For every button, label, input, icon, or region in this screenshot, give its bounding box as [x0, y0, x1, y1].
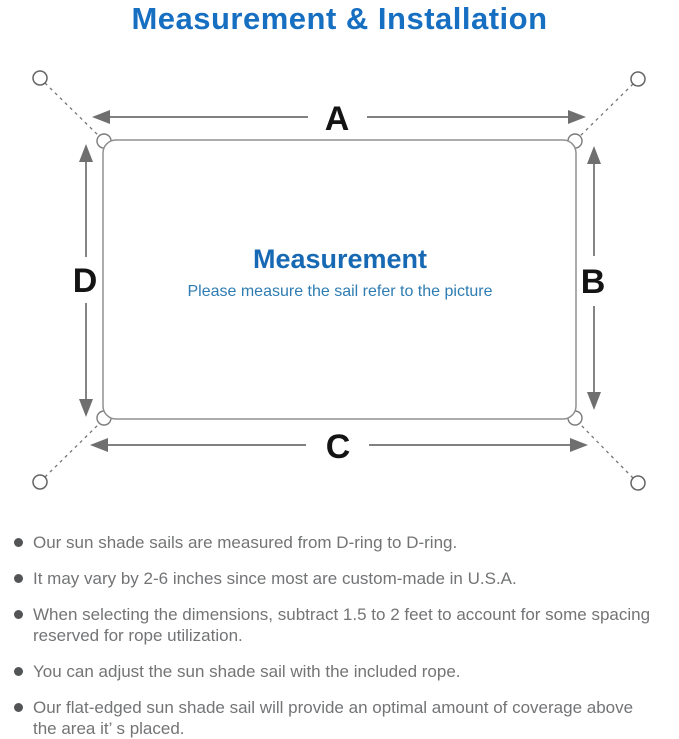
dimension-label-c: C	[326, 428, 351, 466]
arrow-up-icon	[587, 146, 601, 164]
list-item: Our sun shade sails are measured from D-…	[13, 532, 667, 553]
note-text: Our flat-edged sun shade sail will provi…	[33, 698, 634, 738]
arrow-right-icon	[570, 438, 588, 452]
dimension-arrow-right: B	[581, 146, 606, 410]
list-item: You can adjust the sun shade sail with t…	[13, 661, 667, 682]
anchor-line-top-left	[44, 82, 104, 141]
list-item: When selecting the dimensions, subtract …	[13, 604, 667, 646]
bullet-icon	[14, 703, 23, 712]
anchor-line-top-right	[575, 83, 634, 141]
anchor-ring-icon-bottom-left	[32, 474, 48, 490]
note-text: Our sun shade sails are measured from D-…	[33, 533, 458, 552]
dimension-arrow-left: D	[73, 144, 98, 417]
anchor-line-bottom-left	[44, 419, 104, 478]
dimension-arrow-bottom: C	[90, 428, 588, 466]
note-text: When selecting the dimensions, subtract …	[33, 605, 651, 645]
sail-outline	[102, 139, 577, 420]
dimension-arrow-top: A	[92, 100, 586, 138]
arrow-up-icon	[79, 144, 93, 162]
bullet-icon	[14, 574, 23, 583]
note-text: You can adjust the sun shade sail with t…	[33, 662, 461, 681]
anchor-line-bottom-right	[575, 419, 634, 479]
arrow-down-icon	[79, 399, 93, 417]
bullet-icon	[14, 538, 23, 547]
dimension-label-b: B	[581, 263, 606, 301]
measurement-diagram: A C D B Measurement Please meas	[32, 70, 646, 491]
diagram-subtitle: Please measure the sail refer to the pic…	[187, 283, 492, 300]
dimension-label-d: D	[73, 262, 98, 300]
note-text: It may vary by 2-6 inches since most are…	[33, 569, 517, 588]
list-item: Our flat-edged sun shade sail will provi…	[13, 697, 667, 739]
anchor-ring-icon-bottom-right	[630, 475, 646, 491]
arrow-right-icon	[568, 110, 586, 124]
diagram-title: Measurement	[253, 244, 427, 274]
bullet-icon	[14, 610, 23, 619]
arrow-down-icon	[587, 392, 601, 410]
arrow-left-icon	[92, 110, 110, 124]
anchor-ring-icon-top-right	[630, 71, 646, 87]
list-item: It may vary by 2-6 inches since most are…	[13, 568, 667, 589]
page-title: Measurement & Installation	[131, 1, 548, 36]
bullet-icon	[14, 667, 23, 676]
arrow-left-icon	[90, 438, 108, 452]
notes-list: Our sun shade sails are measured from D-…	[13, 532, 667, 739]
anchor-ring-icon-top-left	[32, 70, 48, 86]
dimension-label-a: A	[325, 100, 350, 138]
